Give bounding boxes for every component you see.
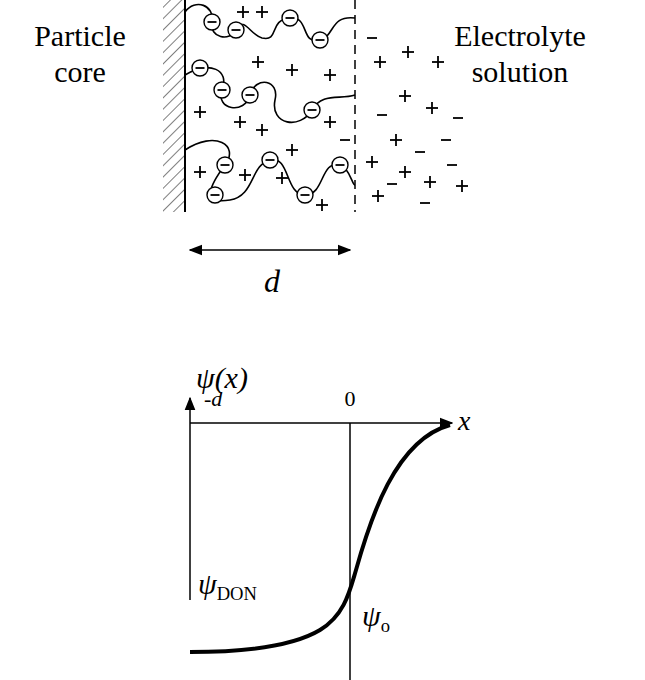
fixed-charge xyxy=(207,187,223,203)
dimension-label: d xyxy=(264,262,280,300)
layer-boundary xyxy=(354,0,356,212)
fixed-charge xyxy=(242,87,258,103)
cation xyxy=(324,69,336,81)
region-label: Particle core xyxy=(15,18,145,90)
potential-axes xyxy=(190,398,452,680)
tick-label: -d xyxy=(204,386,222,412)
anion xyxy=(415,151,425,153)
fixed-charges xyxy=(192,10,348,203)
polymer-chains xyxy=(185,5,355,201)
cation xyxy=(432,56,444,68)
cation xyxy=(256,6,268,18)
anion xyxy=(453,117,463,119)
fixed-charge xyxy=(192,60,208,76)
cation xyxy=(324,116,336,128)
anion xyxy=(387,183,397,185)
cation xyxy=(424,176,436,188)
cation xyxy=(234,116,246,128)
cation xyxy=(456,180,468,192)
anion xyxy=(441,139,451,141)
cation xyxy=(399,90,411,102)
anion xyxy=(420,202,430,204)
cation xyxy=(286,144,298,156)
anion xyxy=(447,164,457,166)
cation xyxy=(402,46,414,58)
axis-label: x xyxy=(458,404,470,438)
mobile-ions xyxy=(194,6,468,211)
cation xyxy=(276,172,288,184)
cation xyxy=(316,199,328,211)
thickness-dimension xyxy=(190,250,350,251)
cation xyxy=(390,134,402,146)
cation xyxy=(426,102,438,114)
potential-curve xyxy=(190,425,450,652)
fixed-charge xyxy=(332,157,348,173)
particle-core-wall xyxy=(163,0,185,212)
fixed-charge xyxy=(282,10,298,26)
fixed-charge xyxy=(228,22,244,38)
cation xyxy=(194,166,206,178)
region-label: Electrolyte solution xyxy=(435,18,605,90)
fixed-charge xyxy=(312,32,328,48)
anion xyxy=(340,139,350,141)
fixed-charge xyxy=(204,14,220,30)
cation xyxy=(252,56,264,68)
cation xyxy=(366,156,378,168)
potential-label: ψDON xyxy=(198,566,257,605)
cation xyxy=(374,56,386,68)
cation xyxy=(372,190,384,202)
cation xyxy=(286,64,298,76)
tick-label: 0 xyxy=(345,386,356,412)
potential-label: ψo xyxy=(362,598,390,637)
cation xyxy=(194,106,206,118)
anion xyxy=(377,114,387,116)
cation xyxy=(256,124,268,136)
fixed-charge xyxy=(304,102,320,118)
fixed-charge xyxy=(297,187,313,203)
cation xyxy=(399,166,411,178)
anion xyxy=(367,37,377,39)
cation xyxy=(237,6,249,18)
fixed-charge xyxy=(214,82,230,98)
fixed-charge xyxy=(262,152,278,168)
cation xyxy=(239,169,251,181)
fixed-charge xyxy=(217,157,233,173)
